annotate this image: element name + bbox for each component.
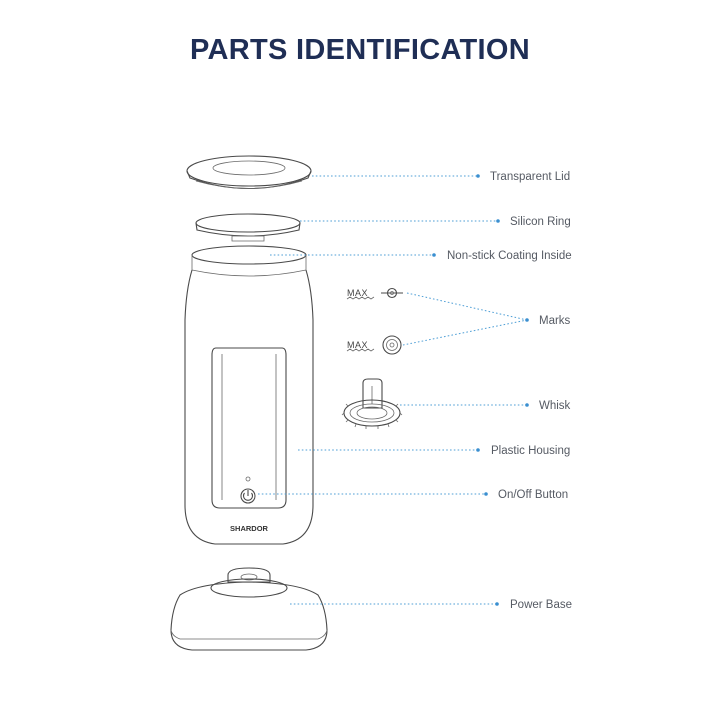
- label-power-base: Power Base: [510, 599, 572, 611]
- max-mark-text-2: MAX: [347, 340, 368, 350]
- max-mark-text-1: MAX: [347, 288, 368, 298]
- page-title: PARTS IDENTIFICATION: [189, 34, 531, 66]
- label-marks: Marks: [539, 315, 571, 327]
- power-base-drawing: [170, 567, 328, 651]
- label-transparent-lid: Transparent Lid: [490, 171, 570, 183]
- jug-body-drawing: [184, 245, 314, 545]
- label-nonstick-coating: Non-stick Coating Inside: [447, 250, 572, 262]
- power-button-icon: [240, 476, 256, 504]
- transparent-lid-drawing: [186, 155, 312, 190]
- label-whisk: Whisk: [539, 400, 571, 412]
- max-mark-small: MAX: [346, 287, 403, 300]
- silicon-ring-drawing: [195, 213, 301, 242]
- label-onoff-button: On/Off Button: [498, 489, 568, 501]
- max-mark-large: MAX: [346, 335, 402, 355]
- brand-logo: SHARDOR: [230, 524, 269, 533]
- leader-dots: [432, 174, 529, 606]
- label-silicon-ring: Silicon Ring: [510, 216, 571, 228]
- label-plastic-housing: Plastic Housing: [491, 445, 570, 457]
- leader-lines: [258, 175, 528, 605]
- whisk-drawing: [341, 378, 403, 429]
